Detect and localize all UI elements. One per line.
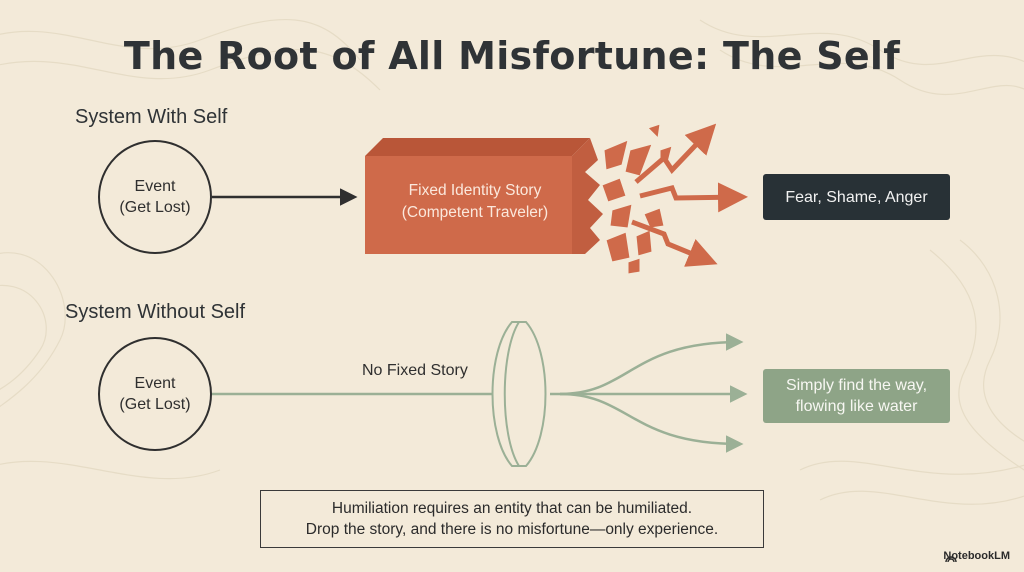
section-label-with-self: System With Self xyxy=(75,106,228,128)
conclusion-quote-box: Humiliation requires an entity that can … xyxy=(260,490,764,548)
event-circle-without-self: Event (Get Lost) xyxy=(98,337,212,451)
shatter-arrows xyxy=(631,123,748,267)
lens xyxy=(491,321,547,467)
story-line-2: (Competent Traveler) xyxy=(401,204,549,221)
fixed-identity-label: Fixed Identity Story (Competent Traveler… xyxy=(375,180,575,224)
quote-line-2: Drop the story, and there is no misfortu… xyxy=(305,521,719,538)
event-text: Event xyxy=(134,375,176,392)
background-contours xyxy=(0,18,1024,505)
shattering-shards xyxy=(601,123,673,275)
fixed-identity-block xyxy=(365,138,603,254)
section-label-without-self: System Without Self xyxy=(65,301,246,323)
outcome-line-2: flowing like water xyxy=(795,398,918,415)
quote-line-1: Humiliation requires an entity that can … xyxy=(331,500,693,517)
outcome-flowing-like-water: Simply find the way, flowing like water xyxy=(763,369,950,423)
outcome-fear-shame-anger: Fear, Shame, Anger xyxy=(763,174,950,220)
outcome-line-1: Simply find the way, xyxy=(785,377,928,394)
brand-watermark: NotebookLM xyxy=(943,550,1010,562)
event-subtext: (Get Lost) xyxy=(119,199,191,216)
brand-text: NotebookLM xyxy=(943,550,1010,562)
event-subtext: (Get Lost) xyxy=(119,396,191,413)
notebooklm-logo-icon xyxy=(945,556,957,563)
no-fixed-story-label: No Fixed Story xyxy=(362,362,468,379)
event-text: Event xyxy=(134,178,176,195)
event-circle-with-self: Event (Get Lost) xyxy=(98,140,212,254)
story-line-1: Fixed Identity Story xyxy=(408,182,542,199)
flow-arrows xyxy=(550,333,748,453)
page-title: The Root of All Misfortune: The Self xyxy=(123,34,901,78)
